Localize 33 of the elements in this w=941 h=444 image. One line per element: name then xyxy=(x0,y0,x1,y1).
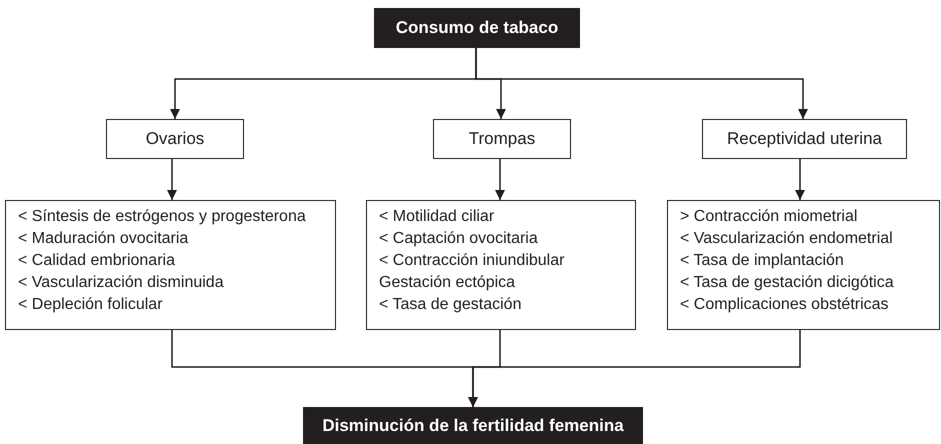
effect-item: Gestación ectópica xyxy=(379,273,516,293)
arrow xyxy=(167,159,177,200)
effect-item: < Depleción folicular xyxy=(18,295,164,315)
effect-item: < Síntesis de estrógenos y progesterona xyxy=(18,207,307,227)
category-box xyxy=(433,119,571,159)
category-box xyxy=(106,119,244,159)
node-label: Consumo de tabaco xyxy=(396,18,558,38)
effect-item: < Maduración ovocitaria xyxy=(18,229,190,249)
effect-item: < Complicaciones obstétricas xyxy=(680,295,890,315)
effects-box xyxy=(667,200,940,330)
effect-item: < Vascularización disminuida xyxy=(18,273,225,293)
node-label: Trompas xyxy=(468,129,536,149)
effect-item: > Contracción miometrial xyxy=(680,207,858,227)
effect-item: < Calidad embrionaria xyxy=(18,251,176,271)
arrow xyxy=(795,159,805,200)
arrow xyxy=(468,330,801,407)
arrow xyxy=(495,159,505,200)
effects-box xyxy=(5,200,336,330)
effect-item: < Tasa de gestación dicigótica xyxy=(680,273,895,293)
node-label: Ovarios xyxy=(146,129,204,149)
effect-item: < Motilidad ciliar xyxy=(379,207,496,227)
node-label: Receptividad uterina xyxy=(727,129,882,149)
effect-item: < Tasa de gestación xyxy=(379,295,522,315)
effect-item: < Captación ovocitaria xyxy=(379,229,539,249)
category-box xyxy=(702,119,907,159)
outcome-box xyxy=(303,407,643,444)
effect-item: < Contracción iniundibular xyxy=(379,251,566,271)
node-label: Disminución de la fertilidad femenina xyxy=(322,416,624,436)
arrow xyxy=(475,48,808,119)
effect-item: < Vascularización endometrial xyxy=(680,229,894,249)
start-box xyxy=(374,8,580,48)
effect-item: < Tasa de implantación xyxy=(680,251,845,271)
effects-box xyxy=(366,200,636,330)
